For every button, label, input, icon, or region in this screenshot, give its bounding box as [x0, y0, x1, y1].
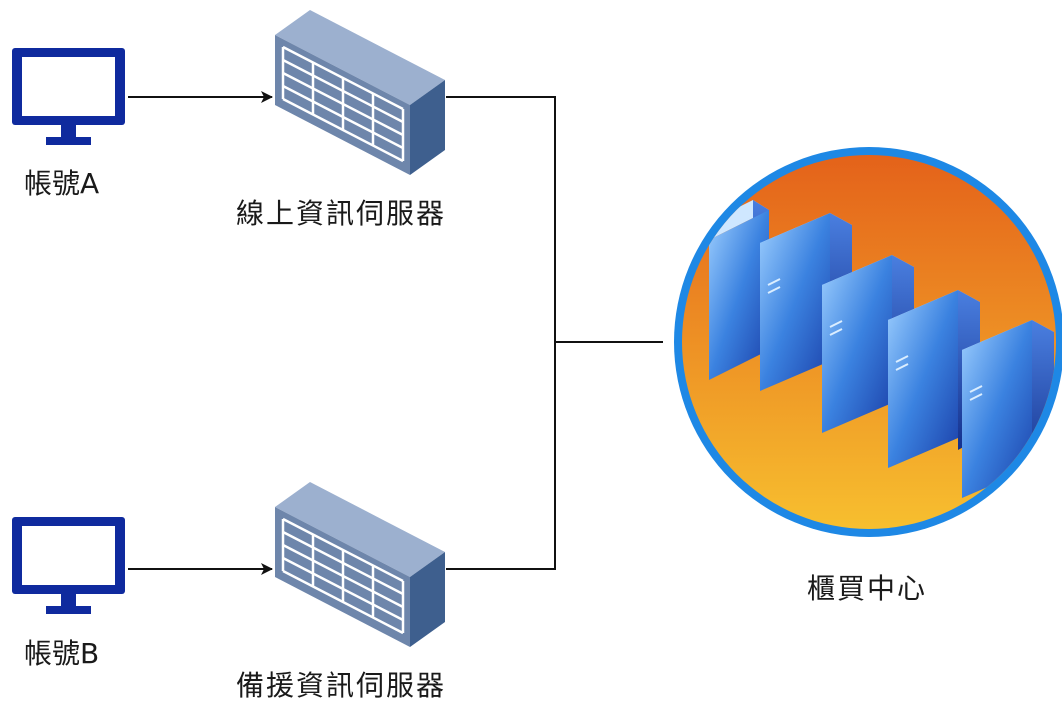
data-center-icon: [674, 147, 1062, 537]
account-b-label: 帳號B: [24, 637, 100, 670]
trading-center-label: 櫃買中心: [807, 572, 928, 605]
account-a-label: 帳號A: [24, 167, 100, 200]
monitor-icon: [12, 48, 125, 145]
server-rack-icon: [275, 482, 445, 647]
connector-backup-server-to-bus: [446, 342, 556, 570]
server-rack-icon: [275, 10, 445, 175]
monitor-icon: [12, 517, 125, 614]
backup-server-label: 備援資訊伺服器: [236, 669, 447, 702]
connector-online-server-to-bus: [446, 96, 556, 342]
online-server-label: 線上資訊伺服器: [236, 197, 447, 230]
